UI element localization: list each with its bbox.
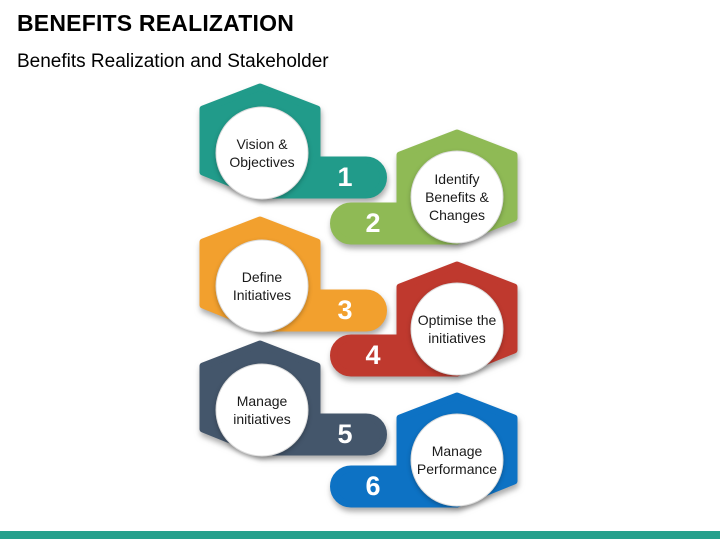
page-title: BENEFITS REALIZATION: [17, 10, 295, 36]
footer-accent-bar: [0, 531, 720, 539]
step-2-circle: [410, 150, 504, 244]
step-6-circle: [410, 413, 504, 507]
step-3-number: 3: [337, 294, 353, 325]
page-subtitle: Benefits Realization and Stakeholder: [17, 51, 329, 72]
slide-header: BENEFITS REALIZATION Benefits Realizatio…: [17, 10, 329, 73]
step-3-circle: [215, 239, 309, 333]
step-5-number: 5: [337, 418, 353, 449]
step-1-label: Vision & Objectives: [229, 135, 295, 170]
step-1-number: 1: [337, 161, 353, 192]
step-5-label: Manage initiatives: [233, 392, 291, 427]
step-6-label: Manage Performance: [416, 442, 498, 477]
step-2-label: Identify Benefits & Changes: [425, 170, 489, 224]
step-3-label: Define Initiatives: [232, 268, 292, 303]
step-2-number: 2: [365, 207, 381, 238]
step-1-circle: [215, 106, 309, 200]
step-4-circle: [410, 282, 504, 376]
step-6-number: 6: [365, 470, 381, 501]
step-4-number: 4: [365, 339, 381, 370]
step-5-circle: [215, 363, 309, 457]
step-4-label: Optimise the initiatives: [417, 311, 497, 346]
